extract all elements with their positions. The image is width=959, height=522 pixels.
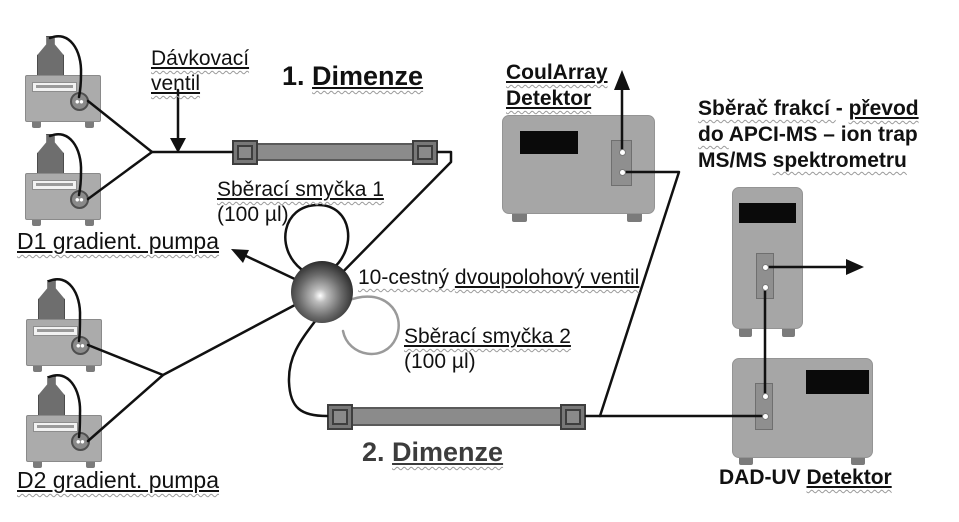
fitting-inner xyxy=(237,145,253,160)
pump-foot xyxy=(33,462,42,468)
pump-head-icon xyxy=(71,432,90,451)
d2-pump-label: D2 gradient. pumpa xyxy=(17,467,220,493)
detector-foot xyxy=(512,214,527,222)
fraction-collector-outlet-port xyxy=(762,264,769,271)
collection-loop2-label: Sběrací smyčka 2(100 µl) xyxy=(404,325,571,373)
pump-foot xyxy=(85,220,94,226)
detector-foot xyxy=(739,458,753,465)
pump-foot xyxy=(32,122,41,128)
injection-arrowhead-icon xyxy=(170,138,186,153)
dad-uv-display xyxy=(806,370,869,394)
dad-uv-detector-label: DAD-UV Detektor xyxy=(719,466,892,489)
column-1-bar xyxy=(244,143,426,161)
ten-port-valve-sphere xyxy=(291,261,353,323)
column-1-right-fitting xyxy=(412,140,438,165)
detector-foot xyxy=(782,329,795,337)
collection-loop-2 xyxy=(341,295,400,356)
solvent-bottle-icon xyxy=(37,36,64,78)
d2-line-to-valve xyxy=(161,295,312,377)
dad-uv-outlet-port xyxy=(762,393,769,400)
pump-head-icon xyxy=(71,336,90,355)
solvent-bottle-icon xyxy=(38,376,65,418)
coularray-outlet-port xyxy=(619,149,626,156)
pump-foot xyxy=(32,220,41,226)
pump-chassis xyxy=(25,173,101,220)
first-dimension-label: 1. Dimenze xyxy=(282,61,424,91)
coularray-detector-box xyxy=(502,115,655,214)
collection-loop1-label: Sběrací smyčka 1(100 µl) xyxy=(217,178,384,226)
solvent-bottle-icon xyxy=(37,134,64,176)
fitting-inner xyxy=(565,409,581,425)
pump-chassis xyxy=(25,75,101,122)
pump-foot xyxy=(33,366,42,372)
d1-line-to-column xyxy=(86,99,234,154)
pump-flow-display xyxy=(32,82,77,92)
d1-pump-label: D1 gradient. pumpa xyxy=(17,228,220,254)
second-dimension-label: 2. Dimenze xyxy=(362,437,504,467)
pump-flow-display xyxy=(32,180,77,190)
pump-head-icon xyxy=(70,92,89,111)
solvent-bottle-icon xyxy=(38,280,65,322)
coularray-port-panel xyxy=(611,140,632,186)
ten-port-valve-label: 10-cestný dvoupolohový ventil xyxy=(358,266,640,289)
pump-head-icon xyxy=(70,190,89,209)
detector-foot xyxy=(851,458,865,465)
pump-flow-display xyxy=(33,422,78,432)
coularray-arrowhead-icon xyxy=(614,70,630,90)
column-1-left-fitting xyxy=(232,140,258,165)
column-2-bar xyxy=(339,407,573,426)
display-text-line xyxy=(36,85,73,88)
pump-foot xyxy=(86,366,95,372)
fitting-inner xyxy=(332,409,348,425)
pump-foot xyxy=(85,122,94,128)
column-2-right-fitting xyxy=(560,404,586,430)
pump-d2-b xyxy=(26,376,102,469)
waste-arrowhead-icon xyxy=(231,249,249,263)
coularray-inlet-port xyxy=(619,169,626,176)
pump-flow-display xyxy=(33,326,78,336)
display-text-line xyxy=(37,425,74,428)
detector-foot xyxy=(627,214,642,222)
display-text-line xyxy=(37,329,74,332)
column-2-left-fitting xyxy=(327,404,353,430)
fraction-collector-port-panel xyxy=(756,253,774,299)
dad-uv-inlet-port xyxy=(762,413,769,420)
fraction-collector-inlet-port xyxy=(762,284,769,291)
detector-foot xyxy=(739,329,752,337)
display-text-line xyxy=(36,183,73,186)
pump-foot xyxy=(86,462,95,468)
dad-uv-port-panel xyxy=(755,383,773,430)
pump-chassis xyxy=(26,319,102,366)
fraction-collector-display xyxy=(739,203,796,223)
valve-to-column2-line xyxy=(287,318,329,418)
fitting-inner xyxy=(417,145,433,160)
ms-arrowhead-icon xyxy=(846,259,864,275)
pump-chassis xyxy=(26,415,102,462)
pump-d1-b xyxy=(25,134,101,227)
coularray-display xyxy=(520,131,578,154)
pump-d2-a xyxy=(26,280,102,373)
pump-d1-a xyxy=(25,36,101,129)
